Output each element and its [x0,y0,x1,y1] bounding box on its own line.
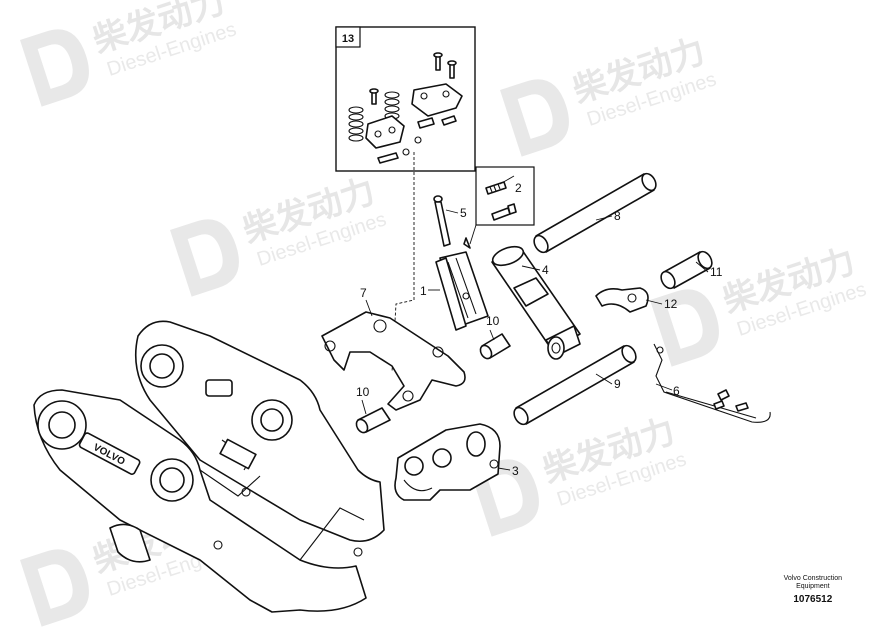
part-10-pin-lower [355,407,391,434]
drawing-id: 1076512 [793,594,833,605]
callout-9: 9 [614,377,621,391]
company-name-line2: Equipment [796,583,830,590]
callout-7: 7 [360,286,367,300]
company-name-line1: Volvo Construction [783,575,842,582]
part-12-hook [595,287,649,313]
spring-right [384,91,400,120]
part-4-cylinder [491,245,581,360]
part-7-frame [321,311,466,411]
callout-6: 6 [673,384,680,398]
callout-4: 4 [542,263,549,277]
callout-8: 8 [614,209,621,223]
part-10-pin-upper [479,333,511,360]
callout-1: 1 [420,284,427,298]
detail-box-13: 13 [335,26,476,172]
spring-left [348,106,364,142]
part-8-long-pin [533,172,657,254]
latch-plate [411,83,463,117]
callout-numbers: 1 2 3 4 5 6 7 8 9 10 10 11 12 [356,181,723,478]
callout-3: 3 [512,464,519,478]
callout-10-upper: 10 [486,314,500,328]
part-2-screws [475,166,535,226]
coupler-housing: VOLVO [33,320,385,613]
box2-pointer [469,224,477,245]
callout-11: 11 [710,265,723,279]
callout-12: 12 [664,297,678,311]
drawing-footer: Volvo Construction Equipment 1076512 [784,575,842,605]
leader-lines [361,175,709,471]
part-6-bail-wire [653,343,771,423]
detail-box-label: 13 [342,33,354,45]
latch-bracket [365,115,405,149]
callout-5: 5 [460,206,467,220]
callout-2: 2 [515,181,522,195]
part-11-short-pin [660,250,713,290]
part-9-long-pin [513,344,637,426]
part-1-valve-unit [435,251,489,331]
part-3-lock-block [394,423,501,501]
part-5-bolt [433,195,451,247]
callout-10-lower: 10 [356,385,370,399]
